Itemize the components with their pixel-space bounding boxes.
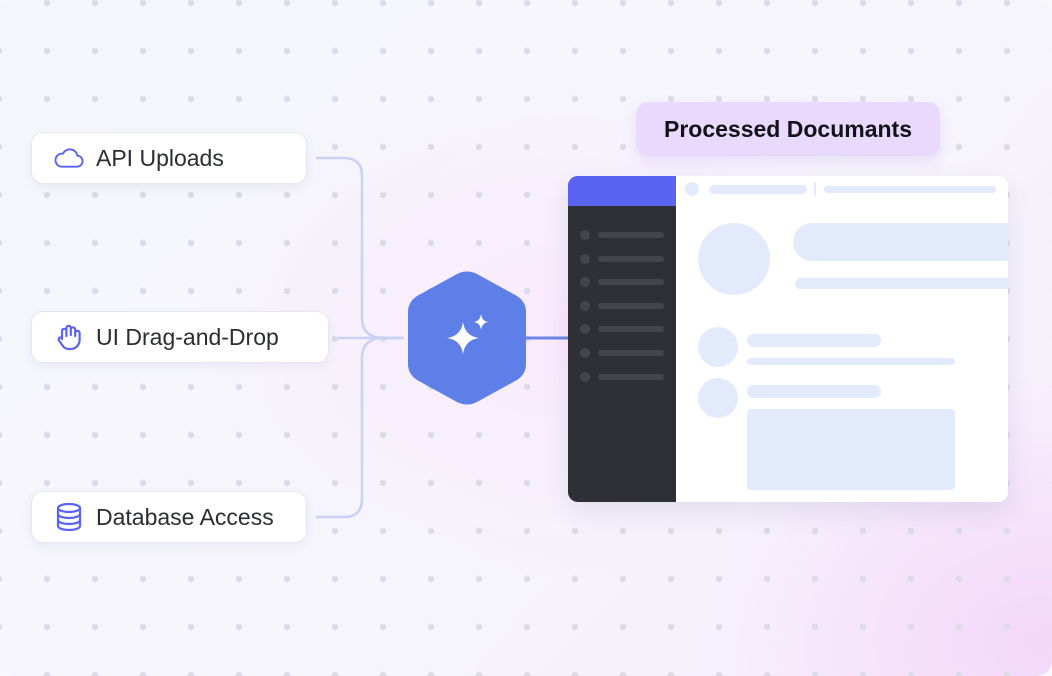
source-label-ui-drag-and-drop: UI Drag-and-Drop <box>96 323 279 350</box>
sidebar-placeholder-row <box>580 230 664 240</box>
output-title-pill: Processed Documants <box>636 102 940 156</box>
list-placeholder-bar <box>747 385 881 398</box>
header-placeholder-bar <box>709 185 807 194</box>
processed-document-preview <box>568 176 1008 502</box>
source-label-database-access: Database Access <box>96 503 274 530</box>
list-avatar-placeholder <box>698 378 738 418</box>
connector-database-access <box>316 336 404 519</box>
document-sidebar-header <box>568 176 676 206</box>
header-divider <box>814 182 816 196</box>
header-placeholder-bar <box>824 186 996 193</box>
source-card-ui-drag-and-drop[interactable]: UI Drag-and-Drop <box>31 311 329 363</box>
header-placeholder-dot <box>685 182 699 196</box>
content-placeholder-block <box>747 409 955 490</box>
sidebar-placeholder-row <box>580 324 664 334</box>
source-card-api-uploads[interactable]: API Uploads <box>31 132 307 184</box>
sidebar-placeholder-row <box>580 348 664 358</box>
processor-node[interactable] <box>405 270 529 406</box>
list-placeholder-bar <box>747 358 955 365</box>
sidebar-placeholder-row <box>580 277 664 287</box>
avatar-placeholder <box>698 223 770 295</box>
connector-api-uploads <box>316 156 404 340</box>
sparkle-icon <box>447 314 488 354</box>
sidebar-placeholder-row <box>580 254 664 264</box>
output-title: Processed Documants <box>664 115 912 142</box>
cloud-icon <box>54 143 84 173</box>
sidebar-placeholder-row <box>580 372 664 382</box>
subtitle-placeholder-bar <box>795 278 1008 289</box>
title-placeholder-bar <box>793 223 1008 261</box>
sidebar-placeholder-row <box>580 301 664 311</box>
database-icon <box>54 502 84 532</box>
source-card-database-access[interactable]: Database Access <box>31 491 307 543</box>
document-sidebar <box>568 176 676 502</box>
list-placeholder-bar <box>747 334 881 347</box>
source-label-api-uploads: API Uploads <box>96 144 224 171</box>
list-avatar-placeholder <box>698 327 738 367</box>
hand-icon <box>54 322 84 352</box>
